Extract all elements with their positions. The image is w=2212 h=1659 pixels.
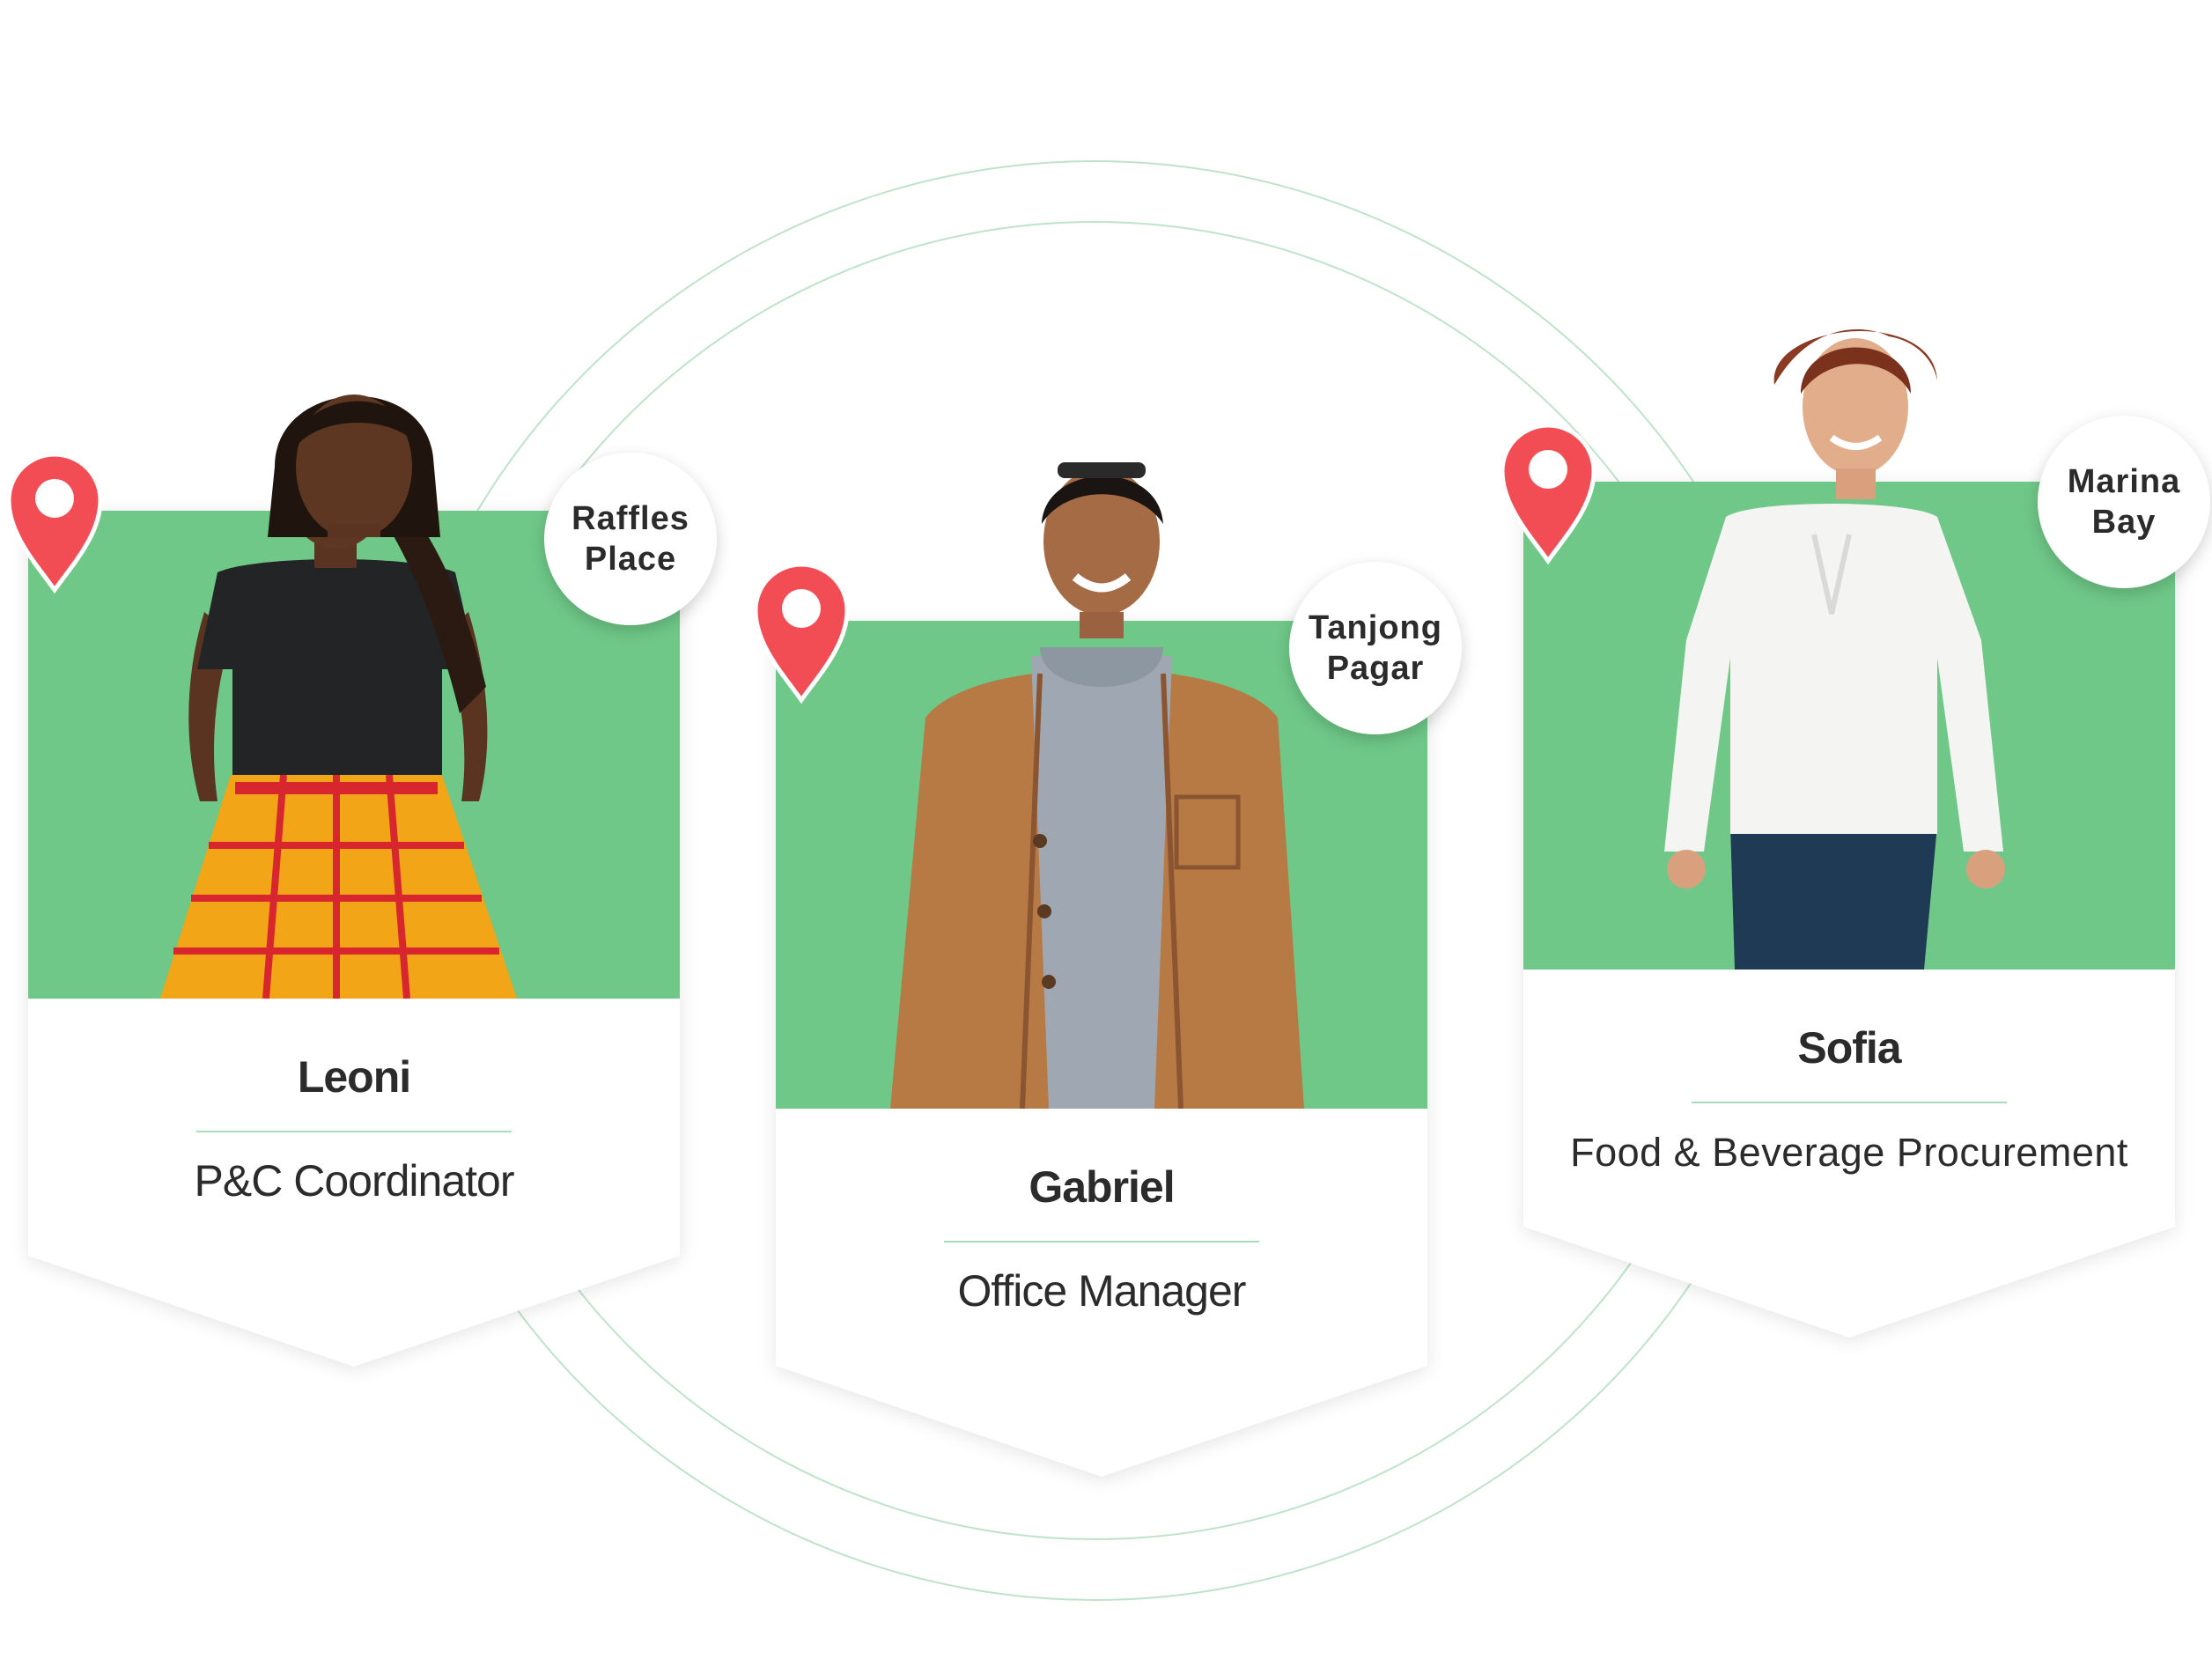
profile-role: Office Manager <box>957 1266 1247 1316</box>
profile-role: P&C Coordinator <box>194 1156 515 1206</box>
name-divider <box>944 1241 1259 1242</box>
map-pin-icon <box>6 452 103 594</box>
person-head <box>1042 462 1163 638</box>
profile-name: Sofia <box>1797 1023 1901 1073</box>
location-badge: Marina Bay <box>2038 416 2210 588</box>
profile-card-gabriel: Gabriel Office Manager <box>776 462 1427 1477</box>
person-photo <box>1664 504 2005 970</box>
profile-name: Gabriel <box>1029 1162 1175 1212</box>
location-badge: Tanjong Pagar <box>1289 562 1462 734</box>
profile-name: Leoni <box>297 1052 411 1102</box>
name-divider <box>1692 1102 2007 1103</box>
person-head <box>268 394 440 537</box>
map-pin-icon <box>1500 423 1596 564</box>
name-divider <box>196 1131 512 1132</box>
profile-card-sofia: Sofia Food & Beverage Procurement <box>1523 329 2175 1338</box>
profile-photo-area <box>776 621 1427 1109</box>
location-badge: Raffles Place <box>544 453 717 625</box>
profile-role: Food & Beverage Procurement <box>1570 1130 2128 1175</box>
map-pin-icon <box>753 562 850 704</box>
profile-card-leoni: Leoni P&C Coordinator <box>28 394 680 1367</box>
person-photo <box>890 647 1304 1109</box>
person-head <box>1773 329 1937 499</box>
